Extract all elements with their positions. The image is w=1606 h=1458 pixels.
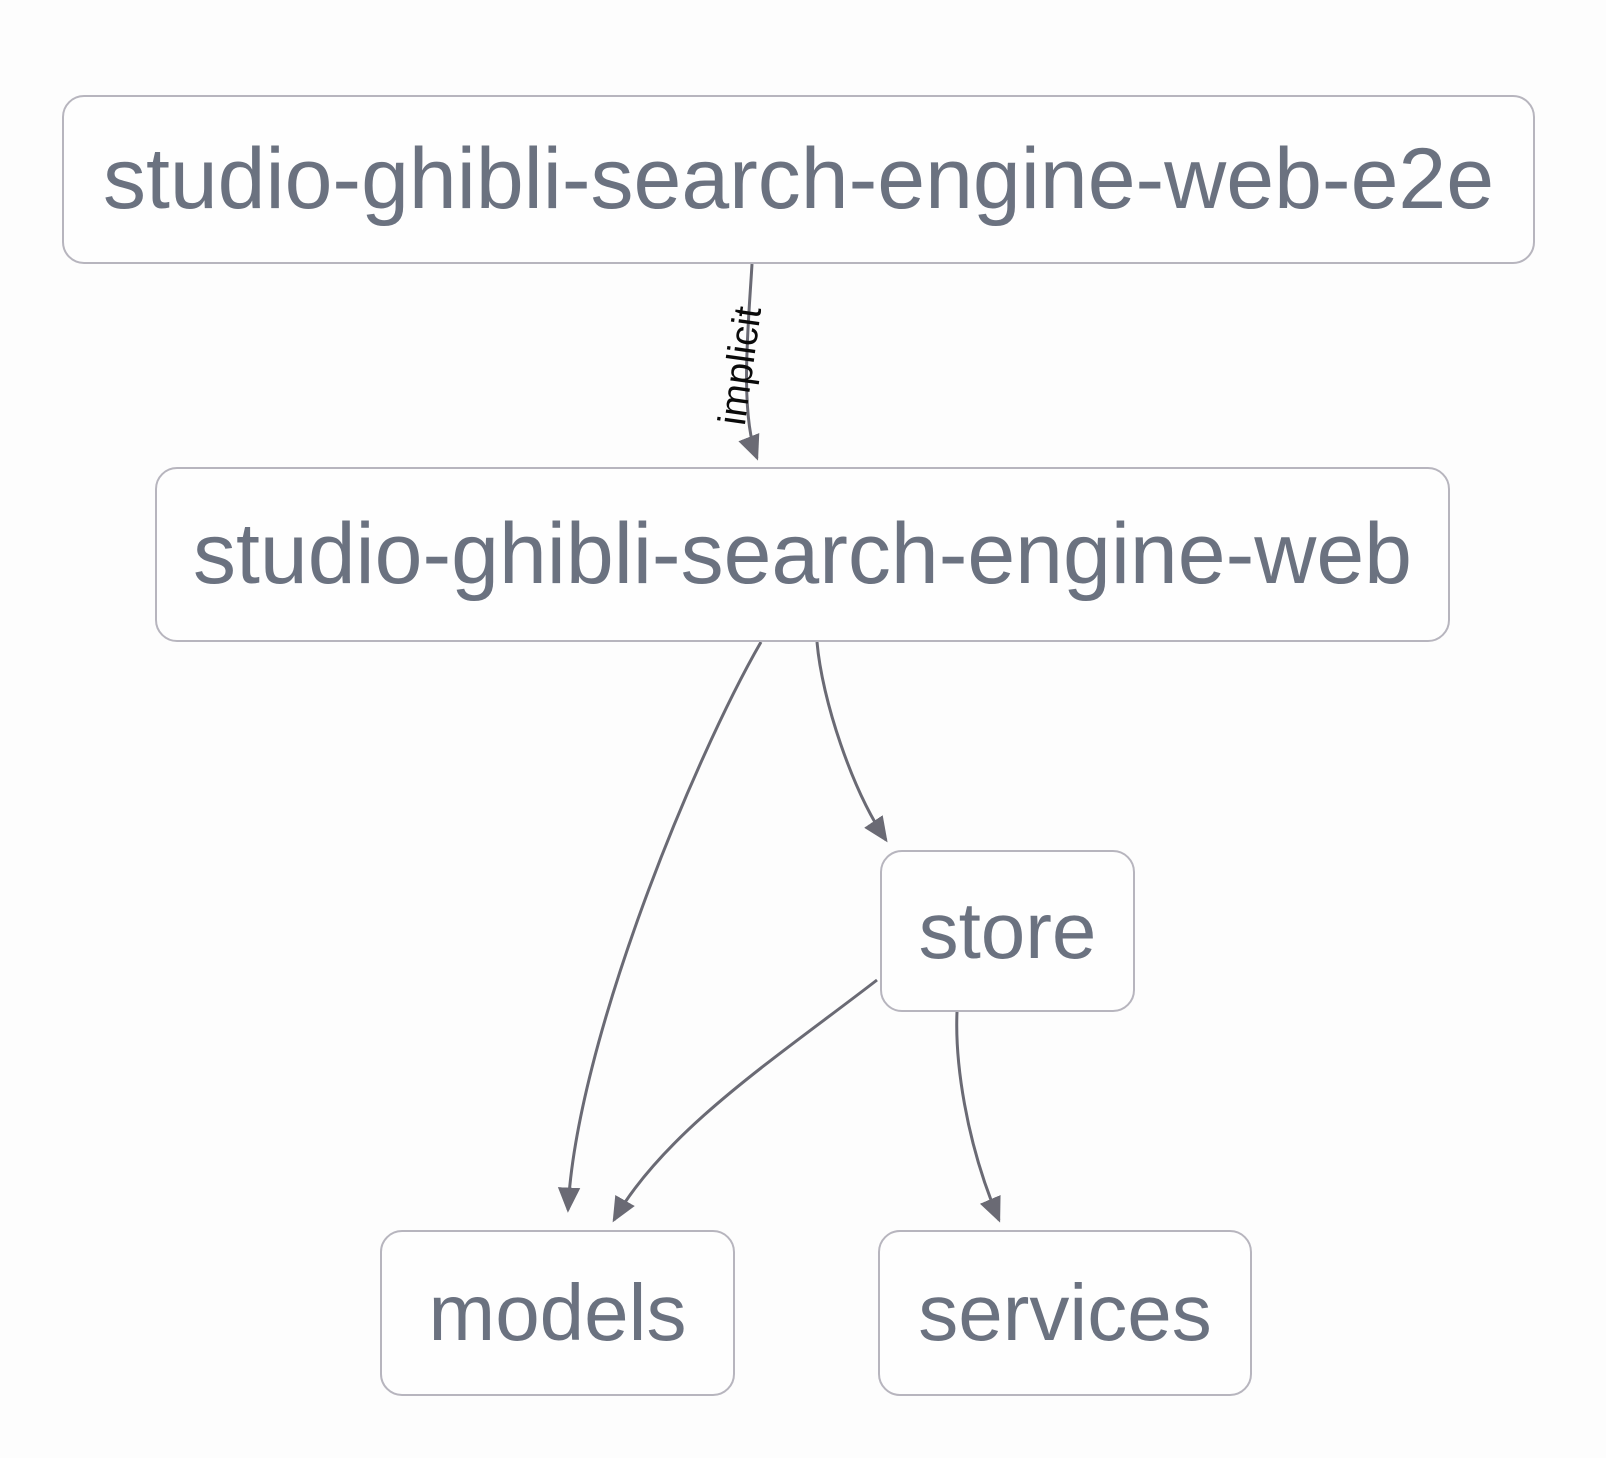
node-models[interactable]: models: [380, 1230, 735, 1396]
edge-store-to-models: [612, 978, 878, 1223]
node-label: models: [428, 1268, 687, 1357]
edge-web-to-models: [557, 641, 763, 1213]
edge-store-to-services: [955, 1011, 1001, 1223]
node-store[interactable]: store: [880, 850, 1135, 1012]
node-label: services: [918, 1268, 1212, 1357]
node-label: studio-ghibli-search-engine-web-e2e: [102, 131, 1495, 227]
node-label: studio-ghibli-search-engine-web: [193, 506, 1412, 602]
node-label: store: [918, 886, 1097, 975]
node-services[interactable]: services: [878, 1230, 1252, 1396]
node-studio-ghibli-search-engine-web[interactable]: studio-ghibli-search-engine-web: [155, 467, 1450, 642]
edge-e2e-to-web: [738, 263, 760, 461]
node-studio-ghibli-search-engine-web-e2e[interactable]: studio-ghibli-search-engine-web-e2e: [62, 95, 1535, 264]
edge-web-to-store: [815, 641, 888, 843]
